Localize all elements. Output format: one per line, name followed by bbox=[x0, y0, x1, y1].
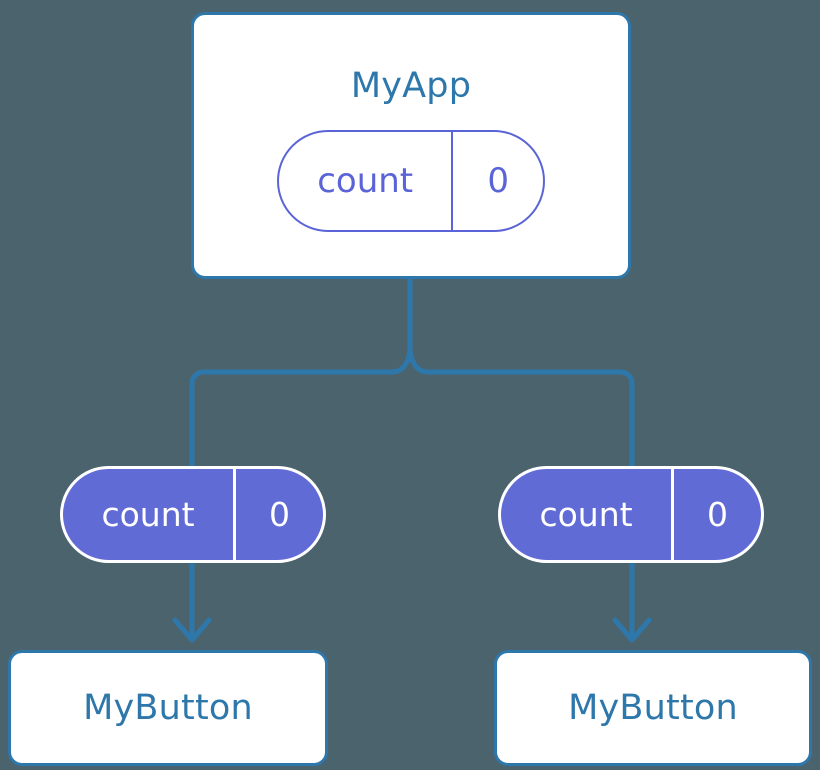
left-state-pill[interactable]: count 0 bbox=[60, 466, 326, 563]
right-child-component-title: MyButton bbox=[568, 687, 738, 728]
right-state-value: 0 bbox=[671, 469, 761, 560]
root-state-key: count bbox=[317, 161, 414, 201]
left-child-component-title: MyButton bbox=[83, 687, 253, 728]
root-state-pill[interactable]: count 0 bbox=[277, 130, 545, 232]
left-state-to-left-child-arrow-head bbox=[172, 617, 212, 643]
branch-bar-right bbox=[407, 346, 635, 466]
branch-bar-left bbox=[189, 346, 413, 466]
right-state-key: count bbox=[539, 495, 633, 534]
right-state-pill[interactable]: count 0 bbox=[498, 466, 764, 563]
right-state-to-right-child-arrow-head bbox=[612, 617, 652, 643]
right-child-component-box[interactable]: MyButton bbox=[494, 650, 812, 766]
root-state-value: 0 bbox=[451, 132, 543, 230]
root-component-title: MyApp bbox=[350, 66, 472, 106]
left-state-key: count bbox=[101, 495, 195, 534]
left-state-value: 0 bbox=[233, 469, 323, 560]
left-child-component-box[interactable]: MyButton bbox=[8, 650, 328, 766]
